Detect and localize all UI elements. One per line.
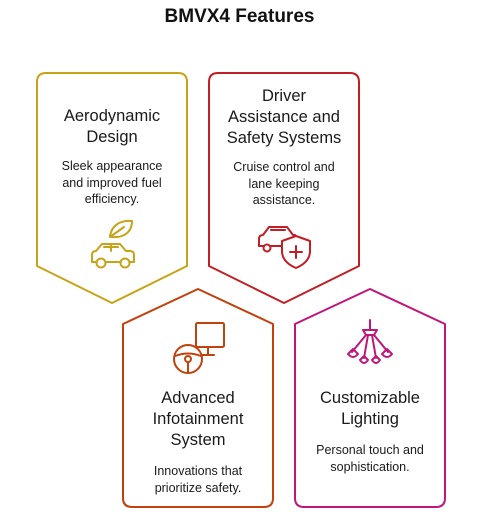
diagram-title: BMVX4 Features bbox=[164, 6, 315, 27]
card-outline-pentagon-down bbox=[208, 72, 360, 304]
card-heading: Driver Assistance and Safety Systems bbox=[226, 87, 342, 147]
car-shield-icon bbox=[258, 226, 311, 269]
card-outline-pentagon-up bbox=[294, 288, 446, 508]
car-leaf-icon bbox=[91, 219, 135, 269]
card-heading: Advanced Infotainment System bbox=[152, 389, 244, 449]
card-description: Personal touch and sophistication. bbox=[316, 443, 424, 474]
feature-card-lighting: Customizable Lighting Personal touch and… bbox=[294, 288, 446, 508]
card-heading: Customizable Lighting bbox=[320, 389, 420, 428]
steering-wheel-screen-icon bbox=[173, 322, 225, 374]
card-outline-pentagon-down bbox=[36, 72, 188, 304]
feature-card-driver-assistance: Driver Assistance and Safety Systems Cru… bbox=[208, 72, 360, 304]
card-description: Cruise control and lane keeping assistan… bbox=[233, 160, 335, 207]
card-heading: Aerodynamic Design bbox=[63, 107, 161, 146]
feature-card-aerodynamic-design: Aerodynamic Design Sleek appearance and … bbox=[36, 72, 188, 304]
chandelier-icon bbox=[347, 319, 393, 364]
card-description: Innovations that prioritize safety. bbox=[153, 464, 243, 495]
feature-card-infotainment: Advanced Infotainment System Innovations… bbox=[122, 288, 274, 508]
card-outline-pentagon-up bbox=[122, 288, 274, 508]
card-description: Sleek appearance and improved fuel effic… bbox=[61, 159, 163, 206]
